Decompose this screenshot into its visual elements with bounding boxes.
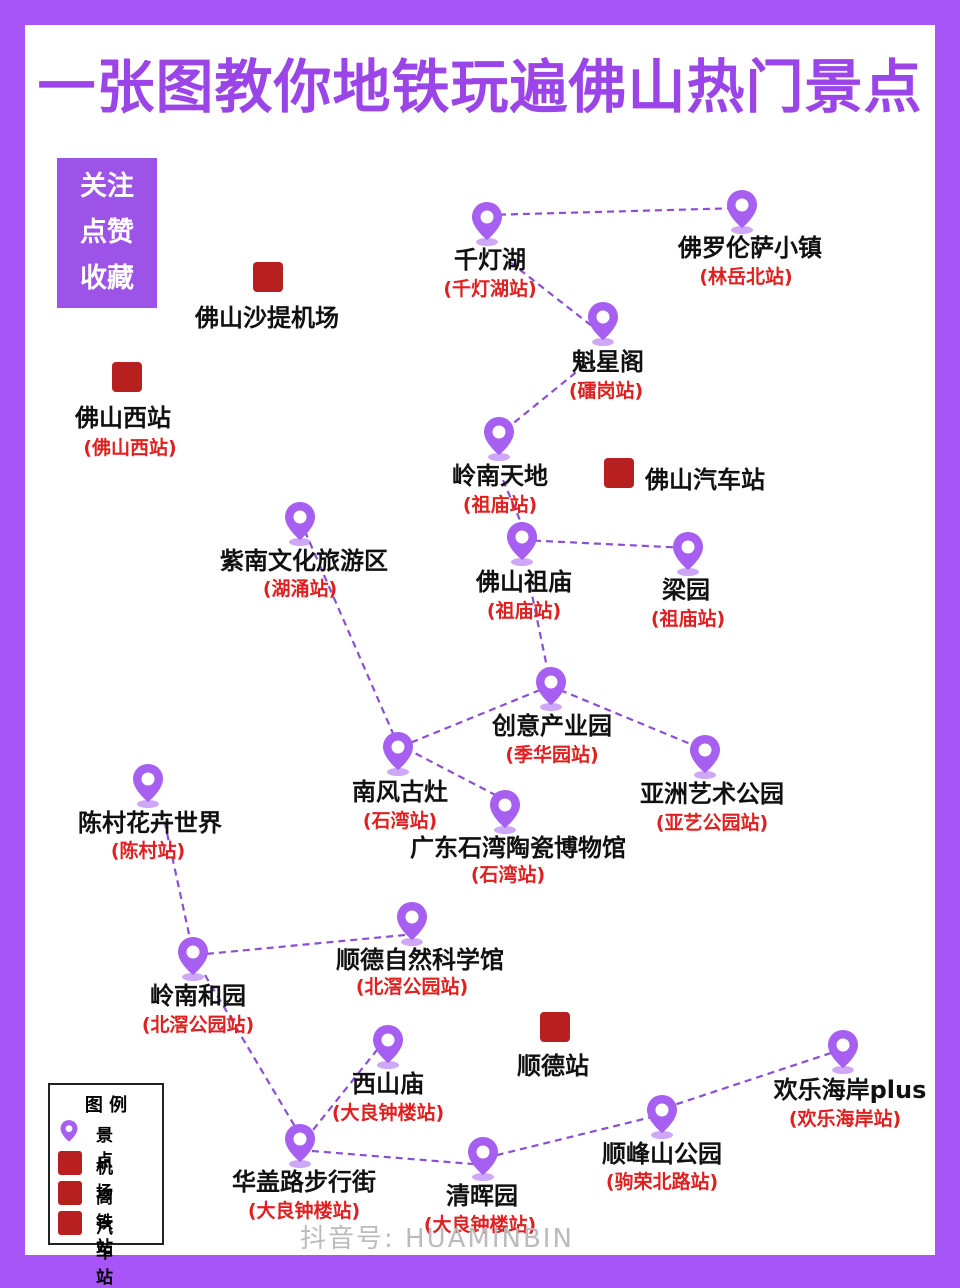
- pin-icon[interactable]: [381, 730, 415, 776]
- route-zumiao-liangyuan: [521, 538, 689, 550]
- spot-station-zinan: (湖涌站): [262, 578, 338, 600]
- spot-name-huagai: 华盖路步行街: [232, 1168, 376, 1196]
- spot-name-lingnantiandi: 岭南天地: [452, 462, 548, 490]
- pin-icon[interactable]: [176, 935, 210, 981]
- spot-station-yazhou: (亚艺公园站): [655, 812, 769, 834]
- pin-icon: [60, 1120, 78, 1142]
- spot-name-kuixingge: 魁星阁: [572, 348, 644, 376]
- follow-box[interactable]: 关注 点赞 收藏: [57, 158, 157, 308]
- spot-station-qiandenghu: (千灯湖站): [443, 278, 537, 300]
- pin-icon[interactable]: [283, 1122, 317, 1168]
- pin-icon[interactable]: [671, 530, 705, 576]
- route-chuangyi-yazhou: [559, 688, 706, 752]
- pin-icon[interactable]: [482, 415, 516, 461]
- train-icon: [112, 362, 142, 392]
- spot-station-lingnantiandi: (祖庙站): [462, 494, 538, 516]
- legend-label: 高铁站: [96, 1188, 113, 1258]
- bus-icon: [58, 1211, 82, 1235]
- route-xishan-huagai: [304, 1039, 386, 1141]
- spot-name-zinan: 紫南文化旅游区: [220, 547, 388, 575]
- legend-row-spot: 景 点: [58, 1119, 113, 1171]
- spot-name-chuangyi: 创意产业园: [492, 712, 612, 740]
- route-zinan-nanfeng: [298, 519, 397, 739]
- route-qinghui-shunfeng: [484, 1113, 661, 1160]
- legend-title: 图 例: [84, 1095, 128, 1116]
- hub-shunde-name: 顺德站: [517, 1052, 589, 1080]
- route-chuangyi-nanfeng: [404, 688, 541, 747]
- spot-name-qiandenghu: 千灯湖: [454, 246, 526, 274]
- pin-icon[interactable]: [645, 1093, 679, 1139]
- pin-icon[interactable]: [586, 300, 620, 346]
- pin-icon[interactable]: [534, 665, 568, 711]
- spot-station-shunfeng: (驹荣北路站): [605, 1171, 719, 1193]
- route-kuixingge-lingnantiandi: [504, 364, 586, 431]
- pin-icon[interactable]: [505, 520, 539, 566]
- hub-airport-name: 佛山沙提机场: [195, 304, 339, 332]
- route-nanfeng-taoci: [404, 747, 506, 801]
- spot-name-chencun: 陈村花卉世界: [78, 809, 222, 837]
- spot-name-taoci: 广东石湾陶瓷博物馆: [410, 834, 626, 862]
- spot-station-taoci: (石湾站): [470, 864, 546, 886]
- legend: 图 例 景 点 机 场 高铁站 汽车站: [48, 1083, 164, 1288]
- pin-icon[interactable]: [395, 900, 429, 946]
- spot-station-xishanmiao: (大良钟楼站): [331, 1102, 445, 1124]
- pin-icon[interactable]: [466, 1135, 500, 1181]
- spot-station-foshanzumiao: (祖庙站): [486, 600, 562, 622]
- spot-station-chuangyi: (季华园站): [505, 744, 599, 766]
- like-label: 点赞: [80, 217, 134, 248]
- pin-icon[interactable]: [470, 200, 504, 246]
- spot-station-qinghui: (大良钟楼站): [423, 1214, 537, 1236]
- hub-foshanxi-station: (佛山西站): [83, 437, 177, 459]
- route-shunfeng-huanle: [664, 1048, 841, 1110]
- pin-icon[interactable]: [725, 188, 759, 234]
- spot-station-foluolunsa: (林岳北站): [699, 266, 793, 288]
- spot-station-huanle: (欢乐海岸站): [788, 1108, 902, 1130]
- spot-name-huanle: 欢乐海岸plus: [773, 1076, 927, 1104]
- pin-icon[interactable]: [131, 762, 165, 808]
- route-huagai-qinghui: [299, 1148, 486, 1167]
- pin-icon[interactable]: [488, 788, 522, 834]
- train-icon: [253, 262, 283, 292]
- spot-name-xishanmiao: 西山庙: [352, 1070, 424, 1098]
- pin-icon[interactable]: [688, 733, 722, 779]
- pin-icon[interactable]: [283, 500, 317, 546]
- spot-name-nanfeng: 南风古灶: [352, 778, 448, 806]
- spot-station-lingnanhe: (北滘公园站): [141, 1014, 255, 1036]
- pin-icon[interactable]: [371, 1023, 405, 1069]
- bus-icon: [604, 458, 634, 488]
- pin-icon[interactable]: [826, 1028, 860, 1074]
- collect-label: 收藏: [80, 263, 134, 294]
- spot-station-liangyuan: (祖庙站): [650, 608, 726, 630]
- train-icon: [58, 1181, 82, 1205]
- spot-name-foshanzumiao: 佛山祖庙: [476, 568, 572, 596]
- plane-icon: [58, 1151, 82, 1175]
- spot-name-lingnanhe: 岭南和园: [150, 982, 246, 1010]
- legend-label: 机 场: [96, 1158, 113, 1203]
- spot-station-kuixingge: (礌岗站): [568, 380, 644, 402]
- spot-station-shunde_ziran: (北滘公园站): [355, 976, 469, 998]
- page-title: 一张图教你地铁玩遍佛山热门景点: [37, 53, 923, 121]
- spot-name-foluolunsa: 佛罗伦萨小镇: [678, 234, 822, 262]
- route-zumiao-chuangyi: [528, 584, 550, 673]
- follow-label: 关注: [80, 171, 134, 202]
- hub-foshanxi-name: 佛山西站: [75, 404, 171, 432]
- spot-station-nanfeng: (石湾站): [362, 810, 438, 832]
- spot-name-shunfeng: 顺峰山公园: [602, 1140, 722, 1168]
- legend-label: 汽车站: [96, 1218, 113, 1288]
- route-qiandenghu-kuixingge: [509, 261, 598, 331]
- spot-name-yazhou: 亚洲艺术公园: [640, 780, 784, 808]
- spot-name-qinghui: 清晖园: [446, 1182, 518, 1210]
- train-icon: [540, 1012, 570, 1042]
- route-qiandenghu-foluolunsa: [486, 206, 743, 217]
- douyin-watermark: 抖音号: HUAMINBIN: [300, 1224, 574, 1254]
- spot-station-chencun: (陈村站): [110, 840, 186, 862]
- spot-station-huagai: (大良钟楼站): [247, 1200, 361, 1222]
- legend-label: 景 点: [96, 1126, 113, 1171]
- hub-bus-name: 佛山汽车站: [645, 466, 765, 494]
- spot-name-liangyuan: 梁园: [662, 576, 710, 604]
- route-lingnantiandi-zumiao: [501, 479, 524, 526]
- spot-name-shunde_ziran: 顺德自然科学馆: [336, 946, 504, 974]
